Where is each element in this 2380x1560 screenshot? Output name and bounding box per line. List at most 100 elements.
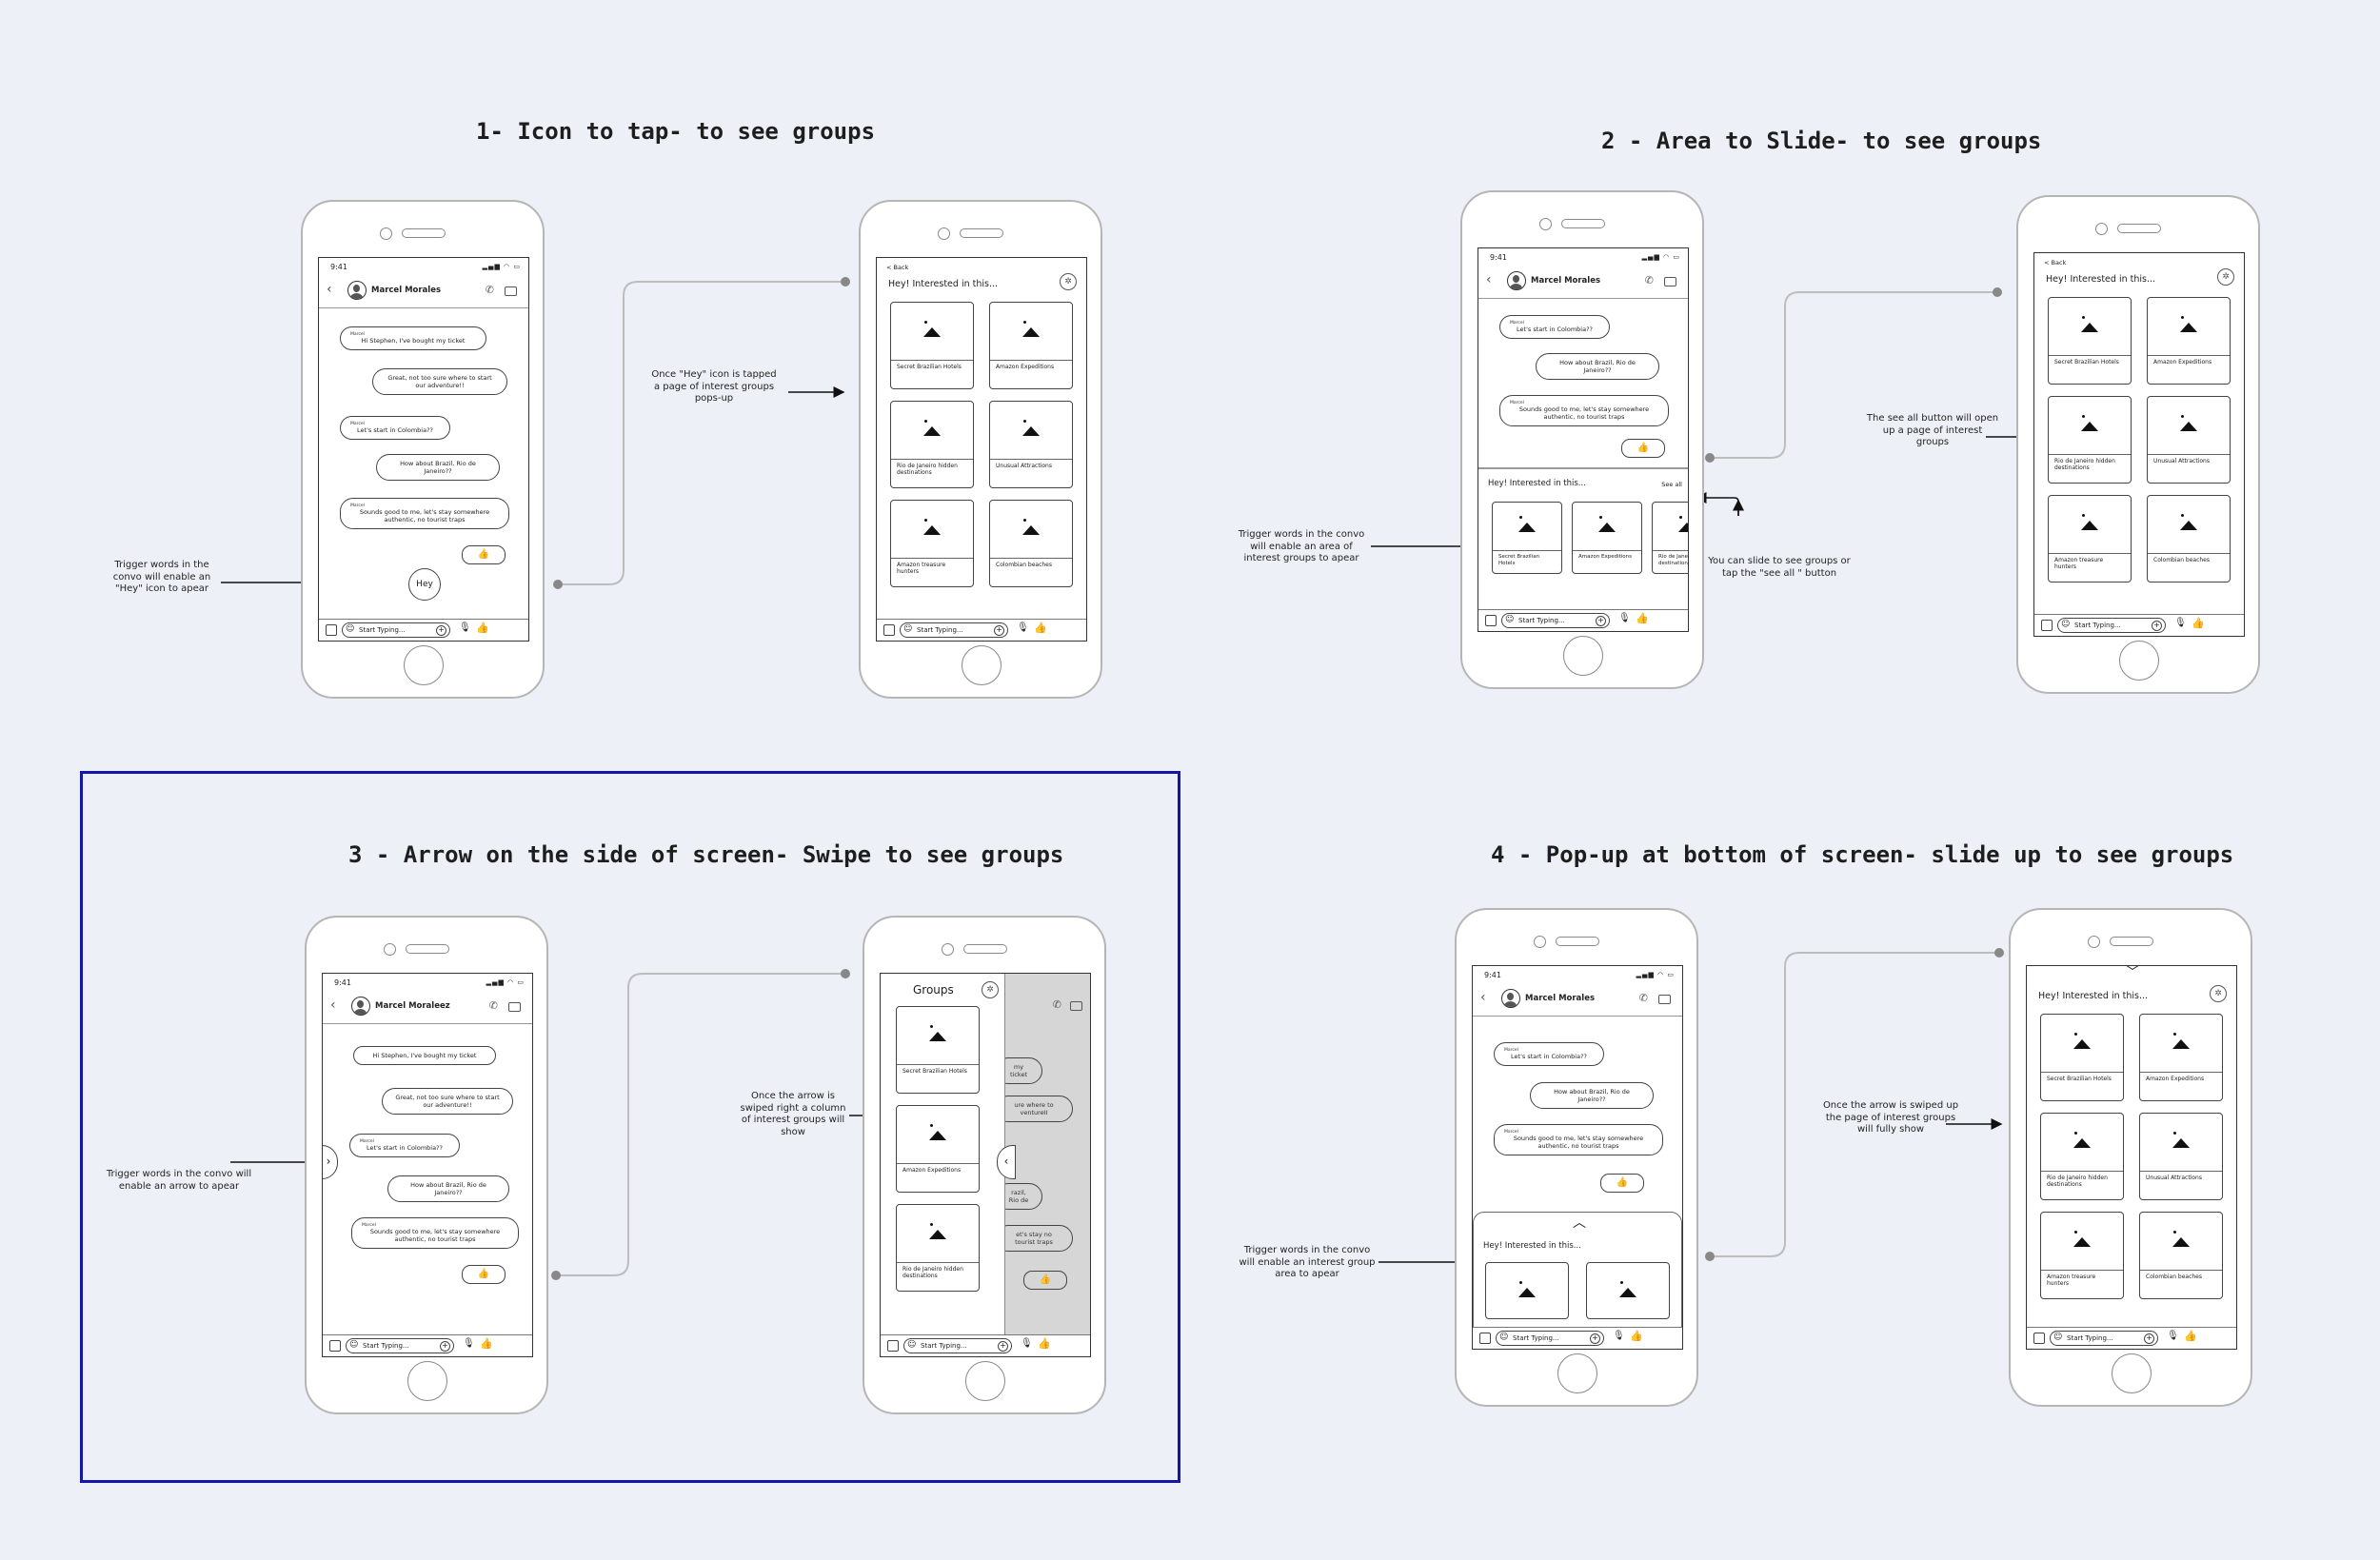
like-icon[interactable]: 👍	[2184, 1330, 2197, 1342]
mic-icon[interactable]: 🎙	[2174, 618, 2187, 628]
video-icon[interactable]	[505, 286, 517, 296]
plus-icon[interactable]: +	[2144, 1333, 2154, 1344]
group-card[interactable]: Rio de Janeiro hidden destinations	[1652, 502, 1688, 574]
group-card[interactable]: Unusual Attractions	[2147, 396, 2231, 484]
gear-icon[interactable]: ✲	[2210, 985, 2227, 1002]
emoji-icon[interactable]: ☺	[346, 624, 355, 634]
apps-icon[interactable]	[887, 1340, 899, 1352]
plus-icon[interactable]: +	[994, 625, 1004, 636]
group-card[interactable]: Colombian beaches	[989, 500, 1073, 587]
video-icon[interactable]	[1664, 277, 1676, 286]
like-icon[interactable]: 👍	[476, 622, 489, 634]
message-input[interactable]: ☺Start Typing...+	[2057, 618, 2166, 633]
apps-icon[interactable]	[1479, 1333, 1491, 1344]
phone-icon[interactable]: ✆	[1638, 992, 1648, 1004]
message-input[interactable]: ☺Start Typing...+	[1496, 1331, 1604, 1346]
group-card[interactable]: Secret Brazilian Hotels	[2040, 1014, 2124, 1101]
message-input[interactable]: ☺Start Typing...+	[2050, 1331, 2158, 1346]
video-icon[interactable]	[1658, 995, 1671, 1004]
back-chevron-icon[interactable]: ‹	[1486, 272, 1492, 287]
plus-icon[interactable]: +	[998, 1341, 1008, 1352]
back-link[interactable]: < Back	[886, 264, 909, 271]
mic-icon[interactable]: 🎙	[1021, 1338, 1033, 1349]
mic-icon[interactable]: 🎙	[1618, 613, 1631, 623]
message-input[interactable]: ☺Start Typing...+	[903, 1338, 1012, 1353]
group-card[interactable]: Secret Brazilian Hotels	[1492, 502, 1562, 574]
group-card[interactable]: Rio de Janeiro hidden destinations	[890, 401, 974, 488]
group-card[interactable]: Colombian beaches	[2139, 1212, 2223, 1299]
hey-button[interactable]: Hey	[408, 568, 441, 601]
group-card[interactable]: Rio de Janeiro hidden destinations	[896, 1204, 980, 1292]
group-card[interactable]	[1586, 1262, 1670, 1319]
plus-icon[interactable]: +	[440, 1341, 450, 1352]
back-chevron-icon[interactable]: ‹	[1480, 990, 1486, 1005]
mic-icon[interactable]: 🎙	[463, 1338, 475, 1349]
message-input[interactable]: ☺Start Typing...+	[1501, 613, 1610, 628]
group-card[interactable]: Rio de Janeiro hidden destinations	[2040, 1113, 2124, 1200]
phone-icon[interactable]: ✆	[485, 284, 494, 296]
plus-icon[interactable]: +	[2152, 621, 2162, 631]
plus-icon[interactable]: +	[436, 625, 446, 636]
mic-icon[interactable]: 🎙	[459, 622, 471, 633]
like-icon[interactable]: 👍	[1636, 612, 1649, 624]
mic-icon[interactable]: 🎙	[2167, 1331, 2179, 1341]
group-card[interactable]: Rio de Janeiro hidden destinations	[2048, 396, 2132, 484]
chevron-down-icon[interactable]: ﹀	[2126, 965, 2139, 980]
gear-icon[interactable]: ✲	[982, 981, 999, 998]
like-icon[interactable]: 👍	[1038, 1337, 1051, 1350]
message-bubble: Great, not too sure where to start our a…	[382, 1088, 513, 1115]
group-card[interactable]: Amazon Expeditions	[1572, 502, 1642, 574]
group-card[interactable]: Amazon treasure hunters	[2048, 495, 2132, 583]
apps-icon[interactable]	[326, 624, 337, 636]
chevron-right-icon[interactable]: ›	[323, 1145, 338, 1179]
back-link[interactable]: < Back	[2044, 259, 2067, 267]
apps-icon[interactable]	[329, 1340, 341, 1352]
group-card[interactable]	[1485, 1262, 1569, 1319]
message-input[interactable]: ☺Start Typing...+	[900, 622, 1008, 638]
emoji-icon[interactable]: ☺	[1505, 615, 1515, 624]
mic-icon[interactable]: 🎙	[1017, 622, 1029, 633]
like-icon[interactable]: 👍	[2192, 617, 2205, 629]
back-chevron-icon[interactable]: ‹	[327, 282, 332, 297]
emoji-icon[interactable]: ☺	[2053, 1333, 2063, 1342]
message-input[interactable]: ☺Start Typing...+	[346, 1338, 454, 1353]
apps-icon[interactable]	[1485, 615, 1497, 626]
gear-icon[interactable]: ✲	[1060, 273, 1077, 290]
apps-icon[interactable]	[2033, 1333, 2045, 1344]
message-input[interactable]: ☺Start Typing...+	[342, 622, 450, 638]
mic-icon[interactable]: 🎙	[1613, 1331, 1625, 1341]
group-card[interactable]: Amazon treasure hunters	[2040, 1212, 2124, 1299]
group-card[interactable]: Secret Brazilian Hotels	[2048, 297, 2132, 385]
group-card[interactable]: Unusual Attractions	[2139, 1113, 2223, 1200]
back-chevron-icon[interactable]: ‹	[330, 997, 336, 1013]
emoji-icon[interactable]: ☺	[2061, 620, 2071, 629]
plus-icon[interactable]: +	[1590, 1333, 1600, 1344]
emoji-icon[interactable]: ☺	[349, 1340, 359, 1350]
emoji-icon[interactable]: ☺	[903, 624, 913, 634]
group-card[interactable]: Amazon Expeditions	[896, 1105, 980, 1193]
apps-icon[interactable]	[883, 624, 895, 636]
like-icon[interactable]: 👍	[480, 1337, 493, 1350]
phone-icon[interactable]: ✆	[488, 999, 498, 1012]
bottom-popup[interactable]: ︿ Hey! Interested in this...	[1473, 1212, 1682, 1328]
video-icon[interactable]	[508, 1002, 521, 1012]
like-icon[interactable]: 👍	[1034, 622, 1047, 634]
group-card[interactable]: Amazon Expeditions	[2147, 297, 2231, 385]
group-card[interactable]: Colombian beaches	[2147, 495, 2231, 583]
group-card[interactable]: Secret Brazilian Hotels	[890, 302, 974, 389]
group-card[interactable]: Amazon Expeditions	[989, 302, 1073, 389]
group-card[interactable]: Secret Brazilian Hotels	[896, 1006, 980, 1094]
apps-icon[interactable]	[2041, 620, 2053, 631]
emoji-icon[interactable]: ☺	[907, 1340, 917, 1350]
see-all-button[interactable]: See all	[1661, 481, 1682, 488]
interest-strip[interactable]: Hey! Interested in this... See all Secre…	[1478, 467, 1688, 612]
group-card[interactable]: Amazon Expeditions	[2139, 1014, 2223, 1101]
like-icon[interactable]: 👍	[1630, 1330, 1643, 1342]
chevron-up-icon[interactable]: ︿	[1573, 1215, 1586, 1231]
gear-icon[interactable]: ✲	[2217, 268, 2234, 286]
group-card[interactable]: Amazon treasure hunters	[890, 500, 974, 587]
phone-icon[interactable]: ✆	[1644, 274, 1654, 286]
plus-icon[interactable]: +	[1596, 616, 1606, 626]
emoji-icon[interactable]: ☺	[1499, 1333, 1509, 1342]
group-card[interactable]: Unusual Attractions	[989, 401, 1073, 488]
